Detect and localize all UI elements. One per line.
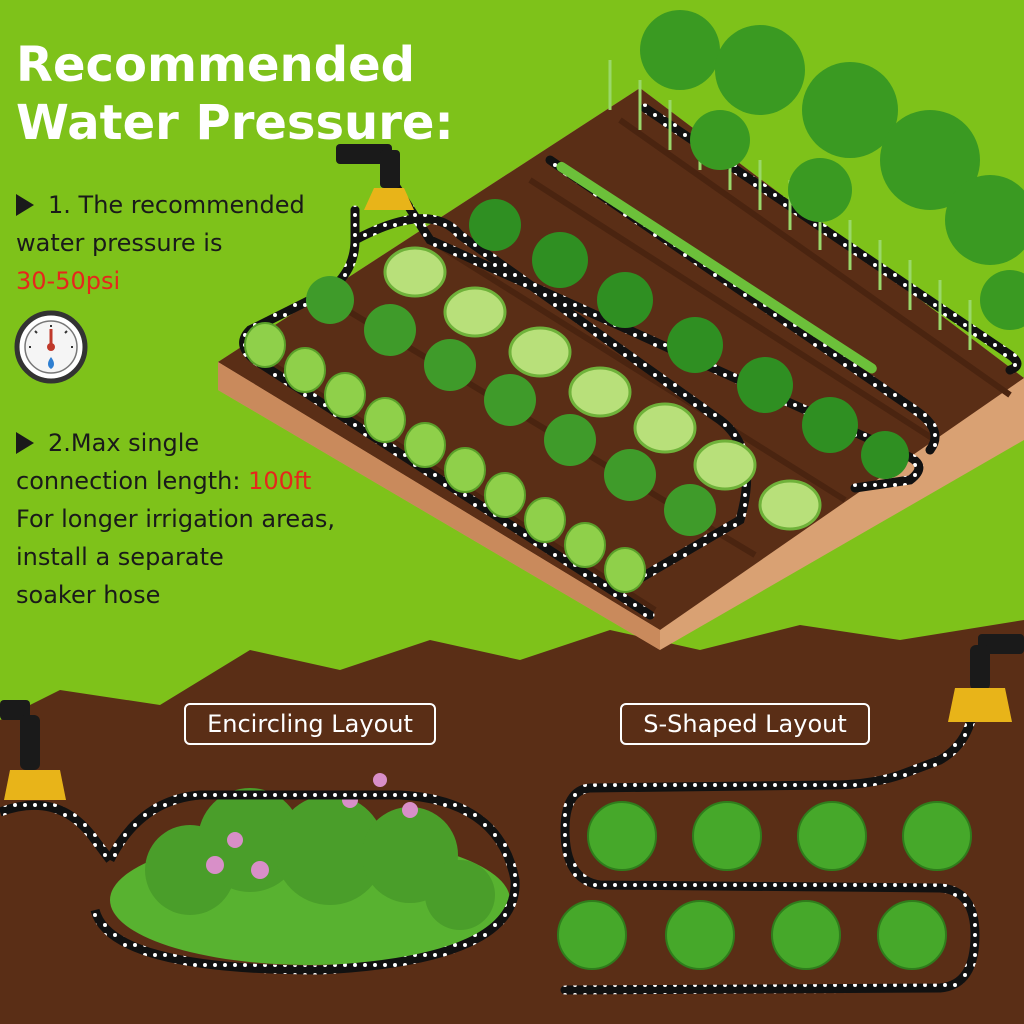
point-2-line-a: 2.Max single [48, 429, 200, 457]
point-2-line-c: For longer irrigation areas, [16, 505, 336, 533]
page-title: Recommended Water Pressure: [16, 36, 496, 152]
point-1: 1. The recommended water pressure is 30-… [16, 186, 346, 300]
lettuce-row [244, 322, 646, 593]
right-faucet-icon [948, 634, 1024, 722]
cucumber-vines [640, 10, 1024, 330]
cabbage-row [383, 246, 822, 531]
left-faucet-icon [0, 700, 66, 800]
point-2-line-e: soaker hose [16, 581, 161, 609]
herb-row [306, 276, 716, 536]
encircling-layout-label: Encircling Layout [184, 703, 436, 745]
point-2-line-d: install a separate [16, 543, 224, 571]
underground-soil [0, 620, 1024, 1024]
point-2: 2.Max single connection length: 100ft Fo… [16, 424, 376, 614]
carrot-row [556, 161, 877, 374]
bed-faucet-icon [336, 144, 414, 210]
length-value: 100ft [248, 467, 312, 495]
s-shaped-layout-diagram [557, 685, 980, 995]
title-line-2: Water Pressure: [16, 95, 454, 151]
encircling-layout-diagram [0, 773, 520, 975]
zucchini-row [469, 199, 909, 479]
pressure-value: 30-50psi [16, 267, 121, 295]
point-1-line-b: water pressure is [16, 229, 223, 257]
title-line-1: Recommended [16, 37, 415, 93]
triangle-right-icon [16, 432, 34, 454]
s-shaped-layout-label: S-Shaped Layout [620, 703, 870, 745]
point-2-line-b: connection length: [16, 467, 249, 495]
pressure-gauge-icon [14, 310, 88, 384]
triangle-right-icon [16, 194, 34, 216]
point-1-line-a: 1. The recommended [48, 191, 305, 219]
